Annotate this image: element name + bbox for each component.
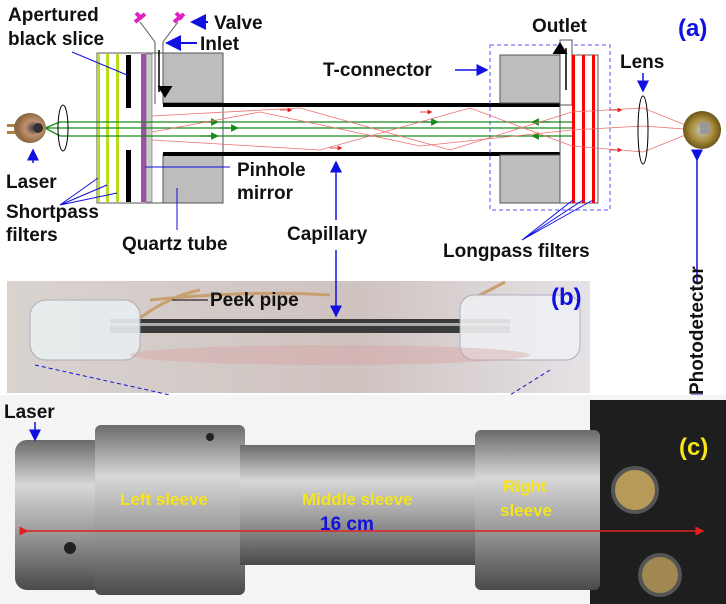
laser-diode-icon	[7, 113, 46, 143]
label-t-connector: T-connector	[323, 60, 432, 81]
right-sleeve-photo	[475, 430, 600, 590]
label-photodetector: Photodetector	[687, 266, 708, 395]
label-laser-photo: Laser	[4, 402, 55, 423]
label-left-sleeve: Left sleeve	[120, 490, 208, 509]
label-laser: Laser	[6, 172, 57, 193]
label-apertured-2: black slice	[8, 29, 104, 50]
label-lens: Lens	[620, 52, 664, 73]
label-quartz-tube: Quartz tube	[122, 234, 228, 255]
left-sleeve-photo	[95, 425, 245, 595]
panel-label-b: (b)	[551, 284, 582, 311]
label-right-sleeve-2: sleeve	[500, 501, 552, 520]
middle-sleeve-photo	[240, 445, 480, 565]
label-pinhole-1: Pinhole	[237, 160, 306, 181]
valve-icon	[133, 11, 186, 24]
label-inlet: Inlet	[200, 34, 240, 55]
photodetector-icon	[683, 111, 721, 149]
label-capillary: Capillary	[287, 224, 368, 245]
label-apertured-1: Apertured	[8, 5, 99, 26]
label-middle-sleeve: Middle sleeve	[302, 490, 413, 509]
capillary-top-wall	[163, 103, 560, 107]
label-shortpass-2: filters	[6, 225, 58, 246]
label-longpass: Longpass filters	[443, 241, 590, 262]
photo-panel-c: Laser Left sleeve Middle sleeve Right sl…	[0, 395, 726, 604]
label-valve: Valve	[214, 13, 263, 34]
schematic-panel-a: Apertured black slice Valve Inlet T-conn…	[6, 5, 721, 262]
t-connector-box	[489, 44, 611, 211]
fluorescence-rays	[151, 107, 699, 153]
t-connector-bottom	[499, 154, 561, 204]
quartz-tube-bottom	[162, 154, 224, 204]
label-right-sleeve-1: Right	[503, 477, 547, 496]
label-pinhole-2: mirror	[237, 183, 294, 204]
inlet-tube	[139, 21, 179, 104]
label-peek-pipe: Peek pipe	[210, 290, 299, 311]
right-t-connector-photo	[459, 294, 581, 361]
panel-label-c: (c)	[679, 434, 708, 461]
label-outlet: Outlet	[532, 16, 588, 37]
focusing-lens-icon	[57, 104, 69, 152]
apertured-black-slice-top	[126, 55, 131, 108]
t-connector-top	[499, 54, 561, 104]
laser-beams	[44, 118, 572, 140]
photo-panel-b: Peek pipe (b)	[7, 250, 590, 396]
collecting-lens-icon	[637, 95, 649, 165]
laser-mount-photo	[15, 440, 105, 590]
left-t-connector-photo	[29, 299, 141, 361]
label-shortpass-1: Shortpass	[6, 202, 99, 223]
label-length: 16 cm	[320, 514, 374, 535]
quartz-tube-top	[162, 52, 224, 104]
apertured-black-slice-bottom	[126, 150, 131, 202]
panel-label-a: (a)	[678, 15, 707, 42]
capillary-bottom-wall	[163, 152, 560, 156]
